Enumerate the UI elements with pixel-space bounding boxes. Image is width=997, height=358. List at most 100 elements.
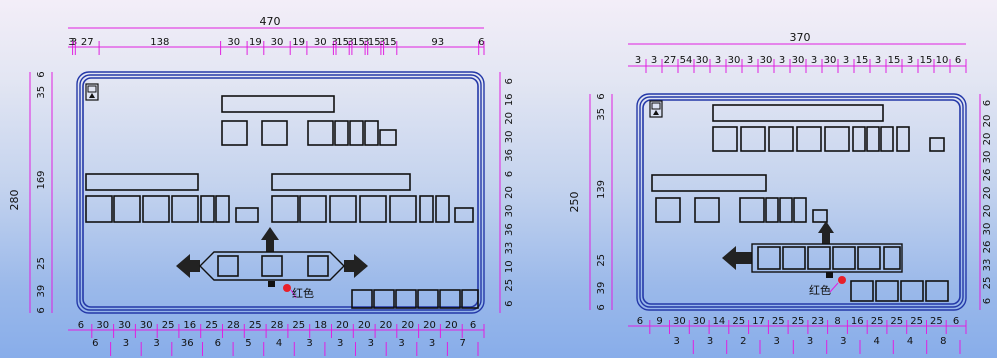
dimension-label: 3 — [398, 338, 404, 349]
dimension-label: 9 — [656, 316, 662, 327]
dimension-label: 30 — [96, 320, 109, 331]
right-top-total: 370 — [790, 31, 811, 44]
left-mid-box — [113, 195, 141, 223]
dimension-label: 28 — [271, 320, 284, 331]
dimension-label: 3 — [707, 336, 713, 347]
dimension-label: 6 — [36, 71, 47, 77]
right-title-bar — [712, 104, 884, 122]
right-frame-mid — [639, 96, 964, 308]
dimension-label: 6 — [504, 171, 515, 177]
dimension-label: 6 — [504, 301, 515, 307]
dimension-label: 4 — [874, 336, 880, 347]
dimension-label: 35 — [596, 108, 607, 121]
dimension-label: 20 — [504, 186, 515, 199]
dimension-label: 3 — [123, 338, 129, 349]
dimension-label: 25 — [162, 320, 175, 331]
dimension-label: 25 — [732, 316, 745, 327]
dimension-label: 3 — [68, 37, 74, 48]
dimension-label: 20 — [982, 115, 993, 128]
dimension-label: 20 — [401, 320, 414, 331]
dimension-label: 6 — [596, 304, 607, 310]
dimension-label: 25 — [772, 316, 785, 327]
left-bottom-box — [373, 289, 395, 309]
left-leader-line — [290, 289, 297, 299]
dimension-label: 3 — [774, 336, 780, 347]
right-up-arrow-icon — [818, 221, 834, 244]
dimension-label: 27 — [664, 55, 677, 66]
left-title-bar — [221, 95, 335, 113]
dimension-label: 30 — [271, 37, 284, 48]
right-frame-inner — [642, 99, 961, 305]
right-mid-box — [765, 197, 779, 223]
dimension-label: 3 — [379, 37, 385, 48]
dimension-label: 20 — [982, 133, 993, 146]
left-color-note: 红色 — [292, 286, 314, 300]
dimension-label: 33 — [504, 242, 515, 255]
dimension-label: 10 — [936, 55, 949, 66]
dimension-label: 6 — [92, 338, 98, 349]
right-pedestrian-icon — [649, 100, 663, 118]
dimension-label: 3 — [840, 336, 846, 347]
right-frame-outer — [636, 93, 967, 311]
dimension-label: 3 — [715, 55, 721, 66]
dimension-label: 6 — [982, 298, 993, 304]
right-top-box — [712, 126, 738, 152]
left-mid-box — [454, 207, 474, 223]
left-mid-box — [235, 207, 259, 223]
right-mid-box — [779, 197, 793, 223]
left-mid-box — [271, 195, 299, 223]
right-top-box — [740, 126, 766, 152]
dimension-label: 16 — [851, 316, 864, 327]
left-mid-bar — [271, 173, 411, 191]
right-mid-box — [694, 197, 720, 223]
dimension-label: 30 — [673, 316, 686, 327]
right-mid-box — [655, 197, 681, 223]
left-top-box — [307, 120, 334, 146]
left-mid-bar — [85, 173, 199, 191]
dimension-label: 16 — [504, 93, 515, 106]
right-left-arrow-icon — [722, 243, 903, 273]
dimension-label: 25 — [249, 320, 262, 331]
dimension-label: 23 — [811, 316, 824, 327]
dimension-label: 93 — [431, 37, 444, 48]
dimension-label: 8 — [834, 316, 840, 327]
dimension-label: 20 — [445, 320, 458, 331]
dimension-label: 3 — [907, 55, 913, 66]
dimension-label: 4 — [276, 338, 282, 349]
dimension-label: 4 — [907, 336, 913, 347]
dimension-label: 26 — [982, 169, 993, 182]
right-top-box — [896, 126, 910, 152]
dimension-label: 25 — [982, 277, 993, 290]
left-top-box — [379, 129, 397, 146]
dimension-label: 10 — [504, 260, 515, 273]
dimension-label: 3 — [368, 338, 374, 349]
dimension-label: 15 — [368, 37, 381, 48]
right-mid-box — [812, 209, 828, 223]
left-top-box — [261, 120, 288, 146]
dimension-label: 18 — [314, 320, 327, 331]
dimension-label: 15 — [856, 55, 869, 66]
right-bottom-box — [900, 280, 924, 302]
dimension-label: 39 — [36, 285, 47, 298]
dimension-label: 20 — [423, 320, 436, 331]
dimension-label: 15 — [352, 37, 365, 48]
dimension-label: 30 — [314, 37, 327, 48]
dimension-label: 6 — [470, 320, 476, 331]
dimension-label: 3 — [153, 338, 159, 349]
dimension-label: 30 — [792, 55, 805, 66]
dimension-label: 6 — [955, 55, 961, 66]
dimension-label: 25 — [871, 316, 884, 327]
dimension-label: 6 — [215, 338, 221, 349]
dimension-label: 19 — [249, 37, 262, 48]
dimension-label: 20 — [504, 112, 515, 125]
right-mid-bar — [651, 174, 767, 192]
dimension-label: 36 — [181, 338, 194, 349]
dimension-label: 6 — [982, 100, 993, 106]
left-frame-outer — [76, 71, 485, 314]
dimension-label: 3 — [875, 55, 881, 66]
